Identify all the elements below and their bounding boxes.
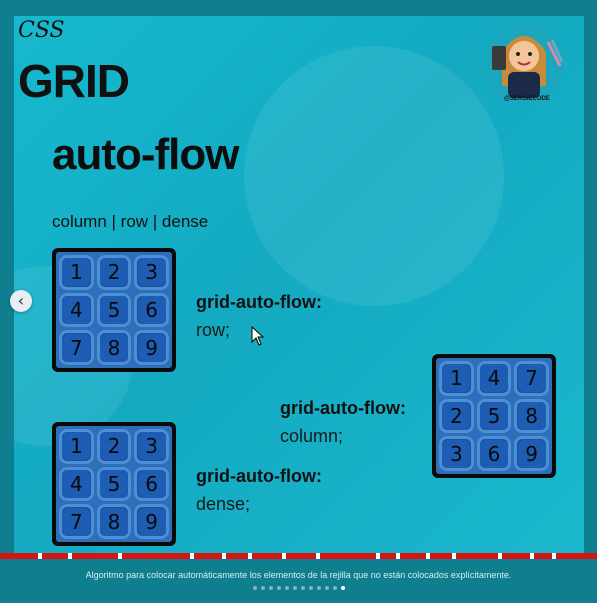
previous-slide-button[interactable]: ‹ — [10, 290, 32, 312]
avatar-caption: @SERGIECODE — [504, 96, 550, 102]
page-title: auto-flow — [52, 130, 240, 179]
subtitle: column | row | dense — [52, 212, 209, 231]
mouse-cursor-icon — [251, 326, 265, 346]
grid-cell: 8 — [96, 504, 132, 539]
property-label-dense: grid-auto-flow: — [196, 466, 322, 486]
property-value-dense: dense; — [196, 494, 251, 514]
grid-cell: 4 — [59, 292, 94, 328]
grid-cell: 4 — [476, 361, 512, 396]
background-decoration — [244, 46, 504, 306]
property-value-column: column; — [280, 426, 344, 446]
grid-cell: 7 — [514, 361, 549, 396]
pagination-dot[interactable] — [324, 586, 329, 590]
pagination-dot[interactable] — [340, 586, 345, 590]
grid-cell: 1 — [439, 361, 474, 396]
grid-cell: 9 — [134, 330, 169, 365]
grid-cell: 6 — [134, 466, 169, 502]
grid-cell: 3 — [134, 429, 169, 464]
grid-cell: 8 — [96, 330, 132, 365]
grid-cell: 9 — [134, 504, 169, 539]
progress-bar[interactable] — [0, 553, 597, 559]
pagination-dot[interactable] — [316, 586, 321, 590]
grid-cell: 3 — [134, 255, 169, 290]
property-label-column: grid-auto-flow: — [280, 398, 406, 418]
grid-cell: 5 — [96, 466, 132, 502]
slide: CSS GRID @SERGIECODE auto-flow column | … — [14, 16, 584, 554]
grid-cell: 8 — [514, 398, 549, 434]
property-label-row: grid-auto-flow: — [196, 292, 322, 312]
pagination-dot[interactable] — [332, 586, 337, 590]
pagination-dot[interactable] — [300, 586, 305, 590]
grid-example-dense: 1 2 3 4 5 6 7 8 9 — [52, 422, 176, 546]
grid-cell: 9 — [514, 436, 549, 471]
pagination-dot[interactable] — [292, 586, 297, 590]
grid-example-column: 1 4 7 2 5 8 3 6 9 — [432, 354, 556, 478]
grid-cell: 1 — [59, 429, 94, 464]
grid-cell: 5 — [476, 398, 512, 434]
pagination-dot[interactable] — [252, 586, 257, 590]
grid-cell: 7 — [59, 330, 94, 365]
slide-pagination — [0, 586, 597, 590]
grid-cell: 6 — [134, 292, 169, 328]
grid-example-row: 1 2 3 4 5 6 7 8 9 — [52, 248, 176, 372]
avatar-icon — [484, 24, 564, 104]
grid-cell: 2 — [96, 429, 132, 464]
pagination-dot[interactable] — [276, 586, 281, 590]
grid-cell: 6 — [476, 436, 512, 471]
grid-cell: 2 — [439, 398, 474, 434]
grid-cell: 4 — [59, 466, 94, 502]
pagination-dot[interactable] — [268, 586, 273, 590]
pagination-dot[interactable] — [308, 586, 313, 590]
css-label: CSS — [18, 18, 65, 43]
grid-title: GRID — [18, 55, 130, 107]
grid-cell: 7 — [59, 504, 94, 539]
pagination-dot[interactable] — [260, 586, 265, 590]
slide-caption: Algoritmo para colocar automáticamente l… — [85, 570, 512, 580]
property-value-row: row; — [196, 320, 231, 340]
grid-cell: 2 — [96, 255, 132, 290]
grid-cell: 5 — [96, 292, 132, 328]
grid-cell: 3 — [439, 436, 474, 471]
pagination-dot[interactable] — [284, 586, 289, 590]
grid-cell: 1 — [59, 255, 94, 290]
